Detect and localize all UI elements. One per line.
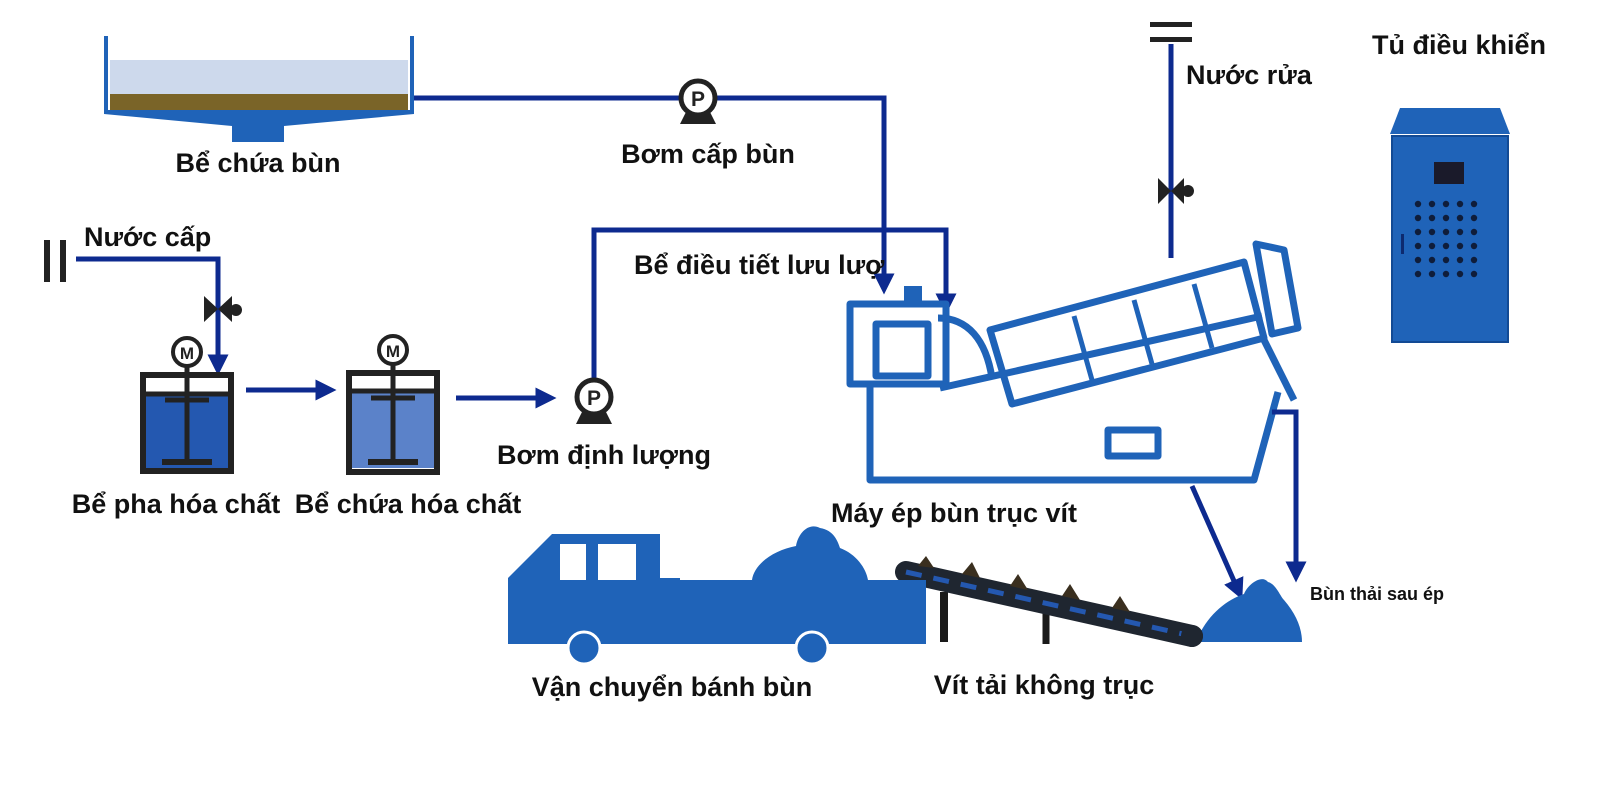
cabinet-button [1470, 242, 1478, 250]
cabinet-button [1470, 200, 1478, 208]
flow-tank-label: Bể điều tiết lưu lượ [634, 250, 885, 280]
sludge-feed-pipe [414, 95, 895, 295]
sludge-tank-label: Bể chứa bùn [175, 148, 340, 178]
dosing-pump-icon: P [574, 377, 614, 424]
cabinet-button [1456, 228, 1464, 236]
cabinet-button [1442, 228, 1450, 236]
cabinet-button [1428, 214, 1436, 222]
dosing-pump-label: Bơm định lượng [497, 440, 711, 470]
wash-water-label: Nước rửa [1186, 60, 1313, 90]
cabinet-button [1428, 256, 1436, 264]
press-label: Máy ép bùn trục vít [831, 498, 1077, 528]
control-cabinet-label: Tủ điều khiển [1372, 30, 1546, 60]
dosing-pipe [591, 227, 957, 380]
chemical-motor-icon: M [377, 334, 409, 366]
sludge-pump-label: Bơm cấp bùn [621, 139, 795, 169]
sludge-pump-icon: P [678, 78, 718, 124]
cabinet-button [1470, 228, 1478, 236]
cabinet-button [1442, 200, 1450, 208]
cabinet-button [1414, 228, 1422, 236]
waste-sludge-label: Bùn thải sau ép [1310, 584, 1444, 604]
mixing-motor-icon: M [171, 336, 203, 368]
sludge-tank [104, 36, 414, 142]
cabinet-button [1414, 214, 1422, 222]
dosing-pump-symbol: P [587, 387, 601, 410]
press-discharge-arrow [1189, 484, 1244, 600]
sludge-pump-symbol: P [691, 88, 705, 111]
cabinet-button [1442, 214, 1450, 222]
wash-valve-icon [1158, 178, 1194, 204]
cabinet-button [1414, 200, 1422, 208]
cabinet-button [1442, 256, 1450, 264]
chemical-motor-symbol: M [386, 342, 400, 361]
cabinet-button [1470, 214, 1478, 222]
cabinet-button [1428, 242, 1436, 250]
mixing-motor-symbol: M [180, 344, 194, 363]
cabinet-button [1414, 270, 1422, 278]
cabinet-button [1414, 242, 1422, 250]
drain-arrow [1272, 409, 1307, 583]
wash-water-source-icon [1150, 22, 1192, 42]
chemical-tank [346, 352, 440, 475]
screw-conveyor [895, 556, 1203, 647]
cabinet-button [1456, 214, 1464, 222]
cabinet-button [1470, 256, 1478, 264]
cabinet-button [1456, 242, 1464, 250]
cabinet-button [1428, 228, 1436, 236]
cabinet-button-grid [1414, 200, 1478, 278]
cabinet-button [1456, 270, 1464, 278]
waste-sludge-pile [1196, 579, 1302, 642]
cabinet-button [1442, 270, 1450, 278]
cabinet-button [1428, 200, 1436, 208]
chemical-tank-label: Bể chứa hóa chất [295, 489, 522, 519]
cabinet-button [1456, 200, 1464, 208]
mixing-tank [140, 352, 234, 474]
cabinet-button [1470, 270, 1478, 278]
transport-label: Vận chuyển bánh bùn [532, 672, 813, 702]
supply-valve-icon [204, 296, 242, 322]
mixing-tank-label: Bể pha hóa chất [72, 489, 281, 519]
supply-water-label: Nước cấp [84, 222, 211, 252]
control-cabinet [1390, 108, 1510, 343]
water-source-icon [44, 240, 66, 282]
conveyor-label: Vít tải không trục [934, 670, 1155, 700]
supply-water-pipe [76, 256, 229, 376]
cabinet-button [1442, 242, 1450, 250]
screw-press [846, 240, 1302, 484]
truck [508, 526, 926, 666]
cabinet-button [1456, 256, 1464, 264]
cabinet-button [1428, 270, 1436, 278]
cabinet-button [1414, 256, 1422, 264]
